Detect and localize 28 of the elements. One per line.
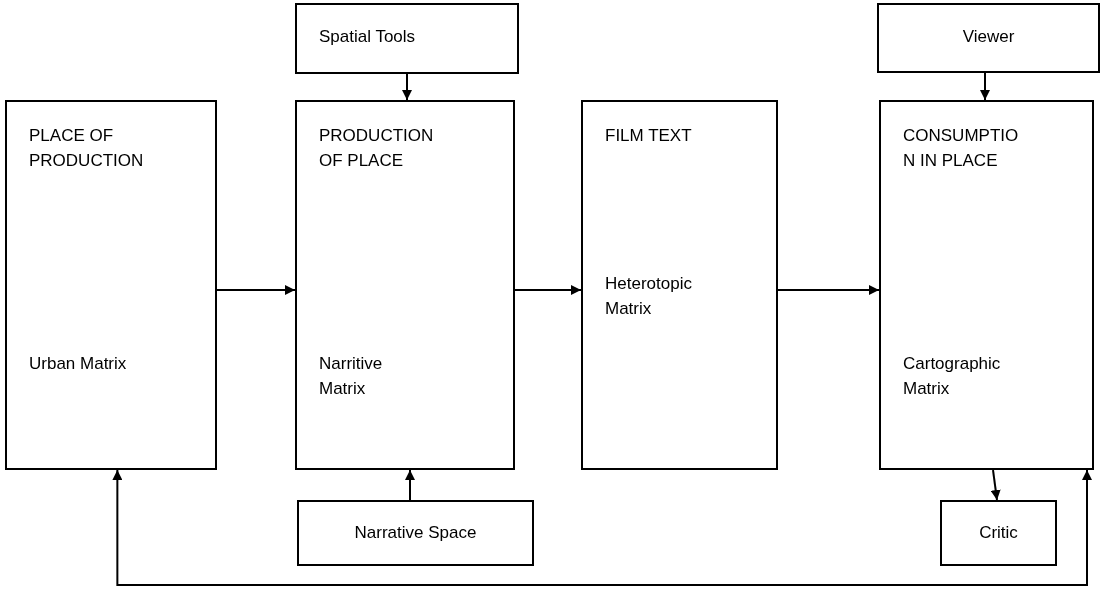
arrow [980,72,990,101]
process-box [297,500,534,566]
process-box [940,500,1057,566]
arrow [216,285,296,295]
process-box [581,100,778,470]
box-heading: Viewer [961,26,1016,48]
arrow [514,285,582,295]
process-box [877,3,1100,73]
process-box [295,3,519,74]
box-text: Narritive Matrix [319,353,384,400]
box-text: Cartographic Matrix [903,353,1002,400]
box-heading: Critic [978,522,1019,544]
box-text: Urban Matrix [29,353,128,375]
arrow [112,469,1092,586]
process-box [5,100,217,470]
arrow [990,469,1001,501]
process-box [295,100,515,470]
box-text: Heterotopic Matrix [605,273,693,320]
box-heading: PRODUCTION OF PLACE [319,125,435,172]
process-box [879,100,1094,470]
arrow [402,73,412,101]
box-heading: CONSUMPTIO N IN PLACE [903,125,1020,172]
box-heading: PLACE OF PRODUCTION [29,125,145,172]
box-heading: FILM TEXT [605,125,693,147]
box-heading: Narrative Space [353,522,478,544]
box-heading: Spatial Tools [319,26,416,48]
arrow [777,285,880,295]
arrow [405,469,415,501]
